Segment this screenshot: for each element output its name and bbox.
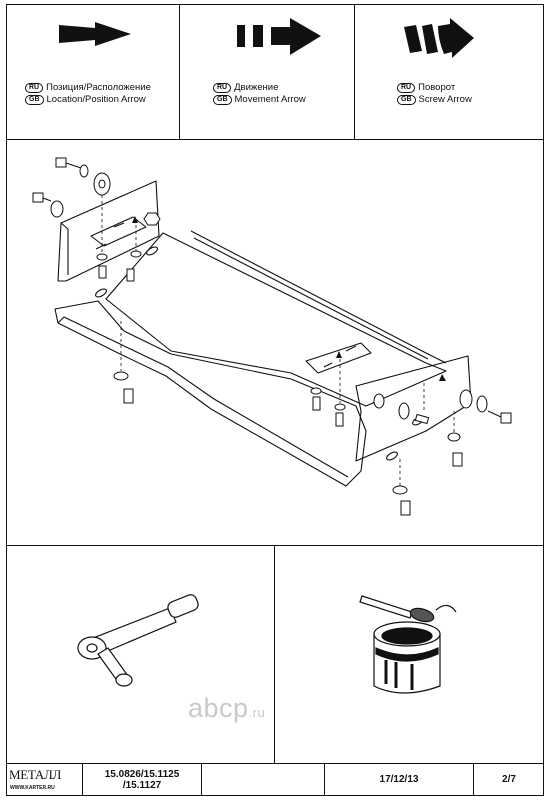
logo-url: WWW.KARTER.RU: [10, 785, 55, 791]
bolt: [335, 412, 344, 427]
brush-handle: [359, 595, 413, 619]
ratchet-wrench-icon: [77, 594, 199, 687]
title-separator-2: [201, 763, 202, 796]
bolt: [414, 413, 430, 425]
part-numbers-line-2: /15.1127: [122, 780, 162, 791]
watermark: abcp.ru: [188, 693, 265, 724]
can-body: [373, 633, 441, 694]
logo: МЕТАЛЛ: [9, 767, 62, 782]
legend-separator-1: [179, 4, 180, 139]
bolt-head: [500, 412, 512, 424]
bolt: [312, 396, 321, 411]
tools-separator: [274, 545, 275, 763]
bolt: [98, 265, 107, 279]
watermark-suffix: .ru: [248, 705, 266, 720]
solid-arrow-icon: [59, 22, 131, 46]
legend-ru-text: Поворот: [418, 82, 456, 93]
curved-arrow-icon: [404, 18, 474, 58]
paint-can-icon: [359, 595, 457, 694]
date: 17/12/13: [379, 774, 419, 785]
washer: [398, 402, 410, 420]
brush-bristles: [409, 607, 435, 623]
skid-plate-body: [54, 300, 367, 487]
bolt: [126, 268, 135, 282]
legend-separator-2: [354, 4, 355, 139]
washer: [113, 371, 129, 381]
ratchet-grip: [167, 594, 199, 618]
gb-badge: GB: [213, 95, 232, 105]
nut: [143, 212, 161, 226]
bolt-head: [55, 157, 67, 168]
washer: [79, 164, 89, 178]
page-number: 2/7: [502, 774, 516, 785]
right-bracket: [355, 355, 472, 462]
dashed-arrow-icon: [237, 18, 321, 55]
gb-badge: GB: [25, 95, 44, 105]
ru-badge: RU: [25, 83, 44, 93]
legend-divider: [6, 139, 544, 140]
assembly-divider: [6, 545, 544, 546]
watermark-text: abcp: [188, 693, 249, 723]
legend-ru-text: Позиция/Расположение: [46, 82, 151, 93]
legend-gb-text: Location/Position Arrow: [46, 94, 146, 105]
part-numbers: 15.0826/15.1125 /15.1127: [83, 769, 201, 791]
left-bracket: [57, 180, 160, 282]
washer: [373, 393, 385, 409]
title-separator-3: [324, 763, 325, 796]
legend-gb-text: Movement Arrow: [234, 94, 306, 105]
washer: [447, 432, 461, 442]
title-block-divider: [6, 763, 544, 764]
title-separator-1: [82, 763, 83, 796]
washer: [476, 395, 488, 413]
skid-plate-assembly-drawing: [32, 157, 512, 516]
ru-badge: RU: [213, 83, 232, 93]
left-bracket-plate: [90, 216, 147, 247]
bolt: [452, 452, 463, 467]
bolt: [123, 388, 134, 404]
bolt: [400, 500, 411, 516]
washer: [459, 389, 473, 409]
gb-badge: GB: [397, 95, 416, 105]
right-bracket-plate: [305, 342, 372, 374]
washer: [50, 200, 64, 218]
washer: [392, 485, 408, 495]
ru-badge: RU: [397, 83, 416, 93]
drawing-frame: [6, 4, 544, 796]
legend-gb-text: Screw Arrow: [418, 94, 472, 105]
legend-ru-text: Движение: [234, 82, 279, 93]
part-numbers-line-1: 15.0826/15.1125: [104, 769, 180, 780]
title-separator-4: [473, 763, 474, 796]
bolt-head: [32, 192, 44, 203]
skid-plate-top-surface: [105, 232, 447, 407]
